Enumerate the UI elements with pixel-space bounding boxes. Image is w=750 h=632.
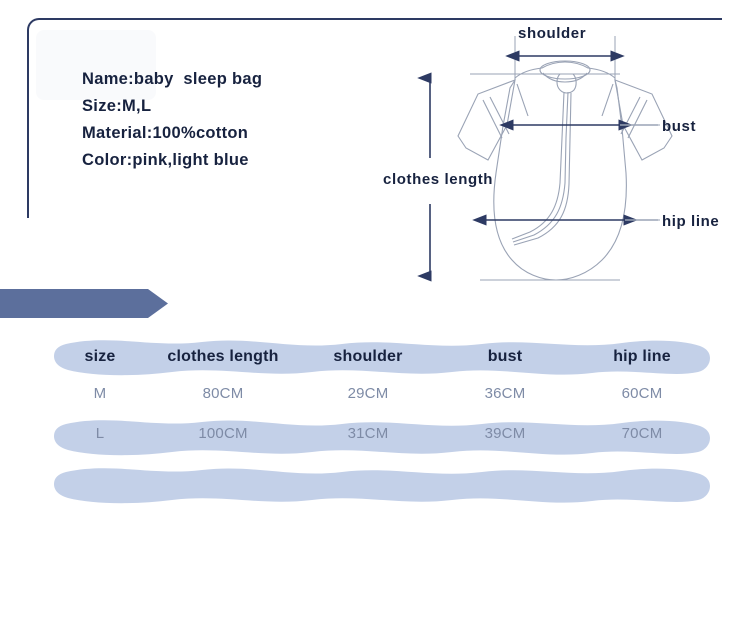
table-row-band-m [52, 370, 712, 422]
label-clothes-length: clothes length [383, 171, 493, 188]
garment-measurement-diagram: shoulder bust hip line clothes length [370, 8, 750, 300]
table-header-band [52, 330, 712, 382]
section-arrow-banner [0, 289, 168, 318]
table-row-band-l [52, 410, 712, 462]
dimension-arrows [417, 50, 638, 282]
product-info-color: Color:pink,light blue [82, 151, 249, 169]
label-bust: bust [662, 118, 696, 135]
label-hip-line: hip line [662, 213, 719, 230]
label-leader-lines [620, 124, 658, 221]
product-info-material: Material:100%cotton [82, 124, 249, 142]
product-info-size: Size:M,L [82, 97, 152, 115]
product-info-block: Name:baby sleep bag Size:M,L Material:10… [82, 66, 382, 174]
table-decorative-band [52, 458, 712, 510]
garment-outline [457, 60, 673, 281]
label-shoulder: shoulder [518, 25, 586, 42]
size-chart-table: size clothes length shoulder bust hip li… [52, 330, 712, 530]
product-info-name: Name:baby sleep bag [82, 70, 263, 88]
